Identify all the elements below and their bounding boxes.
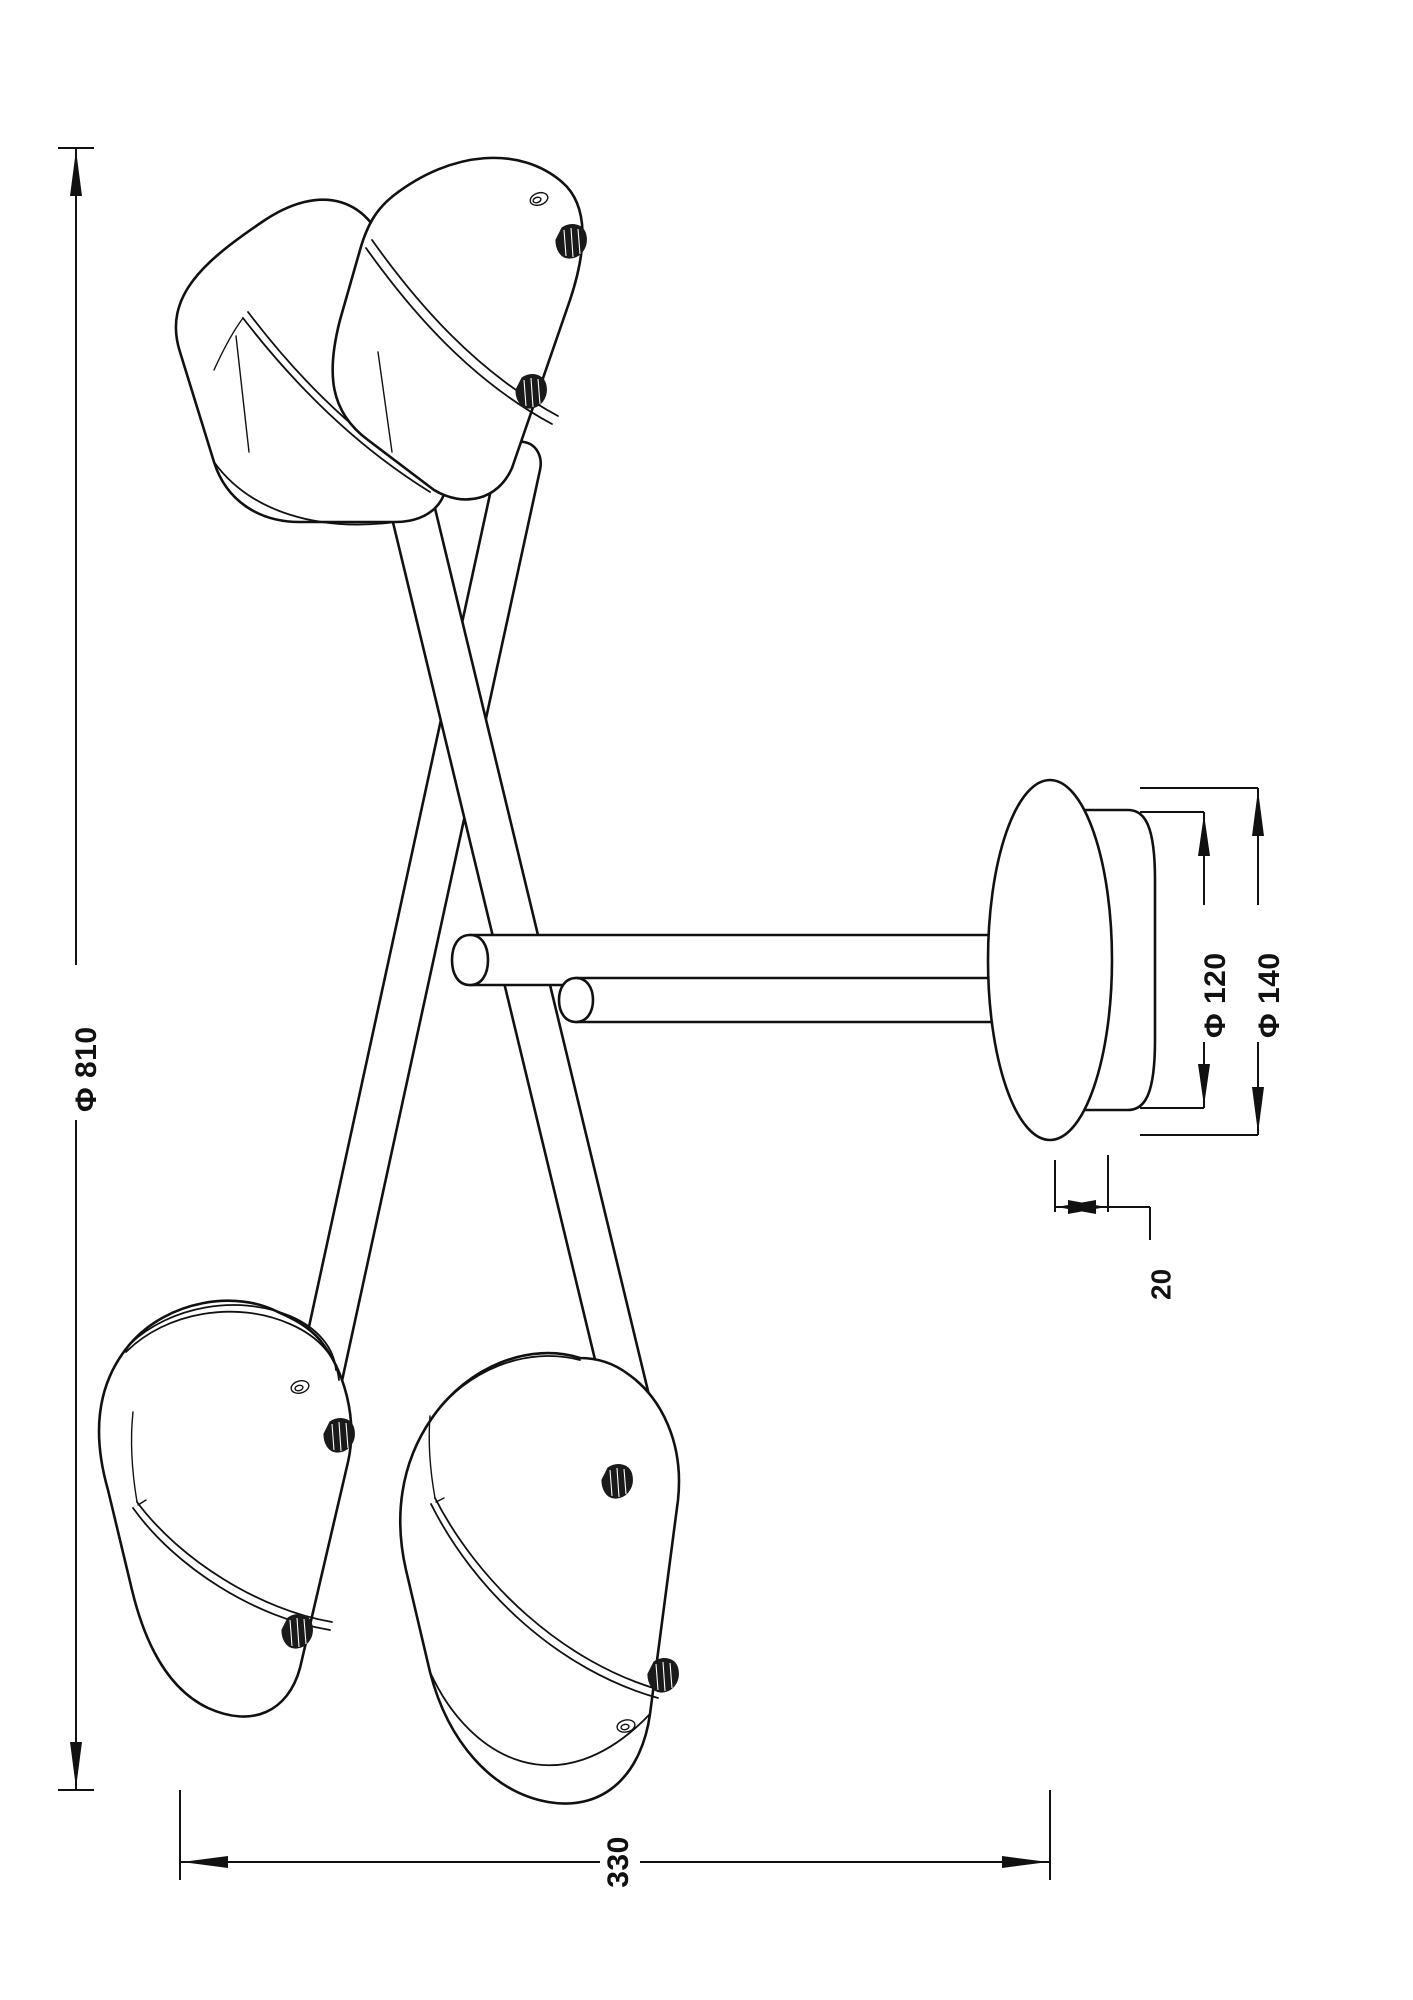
dimension-label-overall-height: Φ 810 [70, 1026, 103, 1112]
dimension-label-overall-width: 330 [602, 1836, 635, 1888]
dimension-backplate-outer: Φ 140 [1140, 787, 1286, 1136]
shade-vent-hole-icon [529, 191, 549, 207]
shade-vent-hole-icon [290, 1380, 310, 1394]
dimension-overall-width: 330 [179, 1790, 1051, 1888]
shade-fastener-icon [515, 374, 547, 409]
wall-mount-plate [986, 778, 1157, 1142]
lamp-shade-bottom-right [398, 1351, 681, 1805]
shade-fastener-icon [555, 224, 587, 259]
dimension-backplate-depth: 20 [1054, 1155, 1176, 1300]
shade-fastener-icon [647, 1658, 679, 1693]
dimension-label-backplate-outer: Φ 140 [1253, 952, 1286, 1038]
lamp-shade-top-right [331, 156, 587, 501]
dimension-label-backplate-depth: 20 [1145, 1269, 1176, 1300]
dimension-overall-height: Φ 810 [58, 147, 103, 1791]
shade-fastener-icon [601, 1464, 633, 1499]
horizontal-arm-lower [557, 972, 1055, 1028]
shade-vent-hole-icon [616, 1719, 636, 1733]
lamp-shade-bottom-left [97, 1299, 355, 1718]
dimension-label-backplate-inner: Φ 120 [1199, 952, 1232, 1038]
shade-fastener-icon [281, 1614, 313, 1649]
shade-fastener-icon [323, 1418, 355, 1453]
dimension-backplate-inner: Φ 120 [1140, 811, 1232, 1109]
